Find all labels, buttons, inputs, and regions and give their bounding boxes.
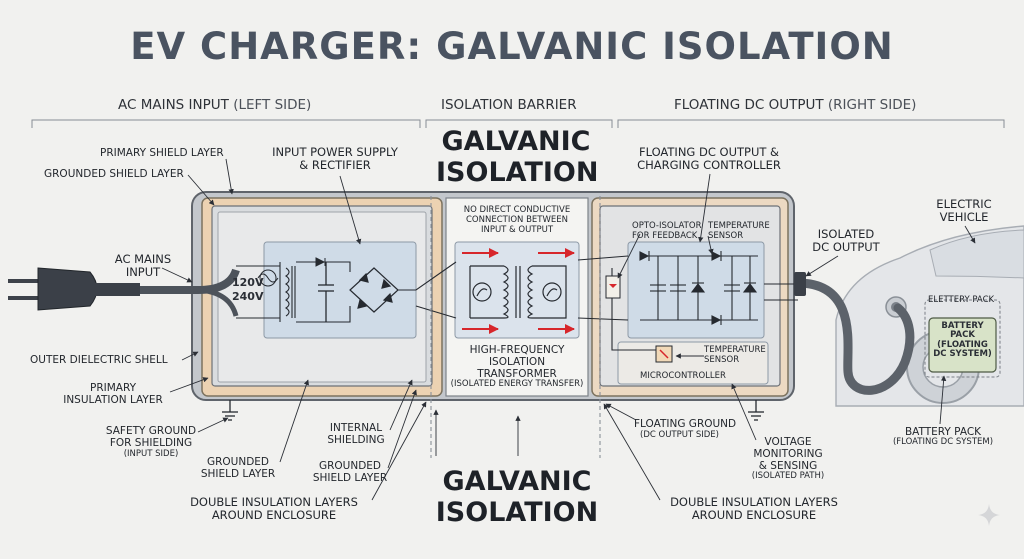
opto-isolator-icon (605, 275, 621, 299)
transformer-icon (279, 262, 296, 322)
battery-pack-box (928, 317, 997, 373)
section-ac-sub: (LEFT SIDE) (233, 97, 312, 113)
dc-output-connector (794, 272, 806, 296)
ground-symbol-icon (222, 400, 238, 421)
temperature-sensor-icon (655, 345, 673, 363)
label-electric-vehicle: ELECTRIC VEHICLE (936, 197, 992, 225)
label-temperature-sensor-top: TEMPERATURE SENSOR (708, 221, 770, 241)
label-floating-ground-sub: (DC OUTPUT SIDE) (640, 430, 719, 440)
capacitor-icon (318, 262, 334, 322)
section-ac-main: AC MAINS INPUT (118, 97, 229, 113)
ground-symbol-icon (748, 400, 764, 421)
label-floating-ground: FLOATING GROUND (634, 418, 737, 430)
label-no-direct-connection: NO DIRECT CONDUCTIVE CONNECTION BETWEEN … (463, 205, 571, 235)
plug-icon (8, 267, 140, 311)
label-voltage-monitoring-sub: (ISOLATED PATH) (751, 471, 825, 481)
label-double-insulation-right: DOUBLE INSULATION LAYERS AROUND ENCLOSUR… (670, 495, 838, 523)
galvanic-isolation-bottom: GALVANIC ISOLATION (435, 466, 599, 529)
isolation-transformer-icon (469, 265, 567, 319)
output-components (639, 251, 758, 325)
label-microcontroller: MICROCONTROLLER (640, 371, 726, 381)
label-safety-ground-sub: (INPUT SIDE) (123, 449, 179, 459)
section-isolation-barrier: ISOLATION BARRIER (441, 97, 577, 113)
label-grounded-shield-layer-top: GROUNDED SHIELD LAYER (44, 168, 184, 180)
label-temperature-sensor-bottom: TEMPERATURE SENSOR (704, 345, 766, 365)
label-grounded-shield-layer-mid: GROUNDED SHIELD LAYER (312, 460, 388, 485)
label-double-insulation-left: DOUBLE INSULATION LAYERS AROUND ENCLOSUR… (190, 495, 358, 523)
diode-icon (315, 257, 326, 267)
ac-sine-icon (257, 269, 279, 287)
label-grounded-shield-layer-bottom: GROUNDED SHIELD LAYER (200, 456, 276, 481)
input-rectifier-board (263, 241, 417, 339)
label-isolated-dc-output: ISOLATED DC OUTPUT (812, 227, 880, 255)
battery-pack-box-label: BATTERY PACK (FLOATING DC SYSTEM) (933, 321, 992, 360)
label-240v: 240V (232, 290, 264, 303)
label-120v: 120V (232, 276, 264, 289)
galvanic-isolation-top: GALVANIC ISOLATION (436, 126, 599, 189)
label-hf-transformer: HIGH-FREQUENCY ISOLATION TRANSFORMER (469, 344, 565, 381)
section-floating-dc: FLOATING DC OUTPUT (RIGHT SIDE) (674, 97, 917, 114)
isolation-barrier-lines (430, 196, 601, 458)
dc-output-cable (793, 278, 915, 395)
label-eletterry-pack: ELETTERY PACK (928, 295, 995, 305)
leader-lines (161, 158, 976, 501)
label-hf-transformer-sub: (ISOLATED ENERGY TRANSFER) (450, 379, 584, 389)
section-brackets (31, 119, 1005, 128)
label-safety-ground: SAFETY GROUND FOR SHIELDING (105, 425, 197, 450)
energy-transfer-arrows (462, 248, 575, 334)
label-primary-insulation-layer: PRIMARY INSULATION LAYER (63, 382, 163, 407)
section-ac-mains: AC MAINS INPUT (LEFT SIDE) (118, 97, 312, 114)
label-outer-dielectric-shell: OUTER DIELECTRIC SHELL (30, 354, 168, 366)
label-internal-shielding: INTERNAL SHIELDING (327, 422, 385, 447)
label-primary-shield-layer: PRIMARY SHIELD LAYER (100, 147, 224, 159)
label-voltage-monitoring: VOLTAGE MONITORING & SENSING (753, 436, 823, 473)
section-dc-main: FLOATING DC OUTPUT (674, 97, 824, 113)
label-opto-isolator: OPTO-ISOLATOR FOR FEEDBACK (632, 221, 702, 241)
label-battery-pack-sub: (FLOATING DC SYSTEM) (892, 437, 994, 447)
section-dc-sub: (RIGHT SIDE) (827, 97, 917, 113)
label-input-power-supply: INPUT POWER SUPPLY & RECTIFIER (272, 145, 398, 173)
diagram-title: EV CHARGER: GALVANIC ISOLATION (130, 25, 894, 68)
label-battery-pack: BATTERY PACK (904, 426, 982, 438)
label-floating-dc-controller: FLOATING DC OUTPUT & CHARGING CONTROLLER (637, 145, 781, 173)
bridge-rectifier (349, 267, 399, 313)
label-ac-mains-input: AC MAINS INPUT (114, 252, 172, 280)
sparkle-icon (978, 504, 1000, 526)
